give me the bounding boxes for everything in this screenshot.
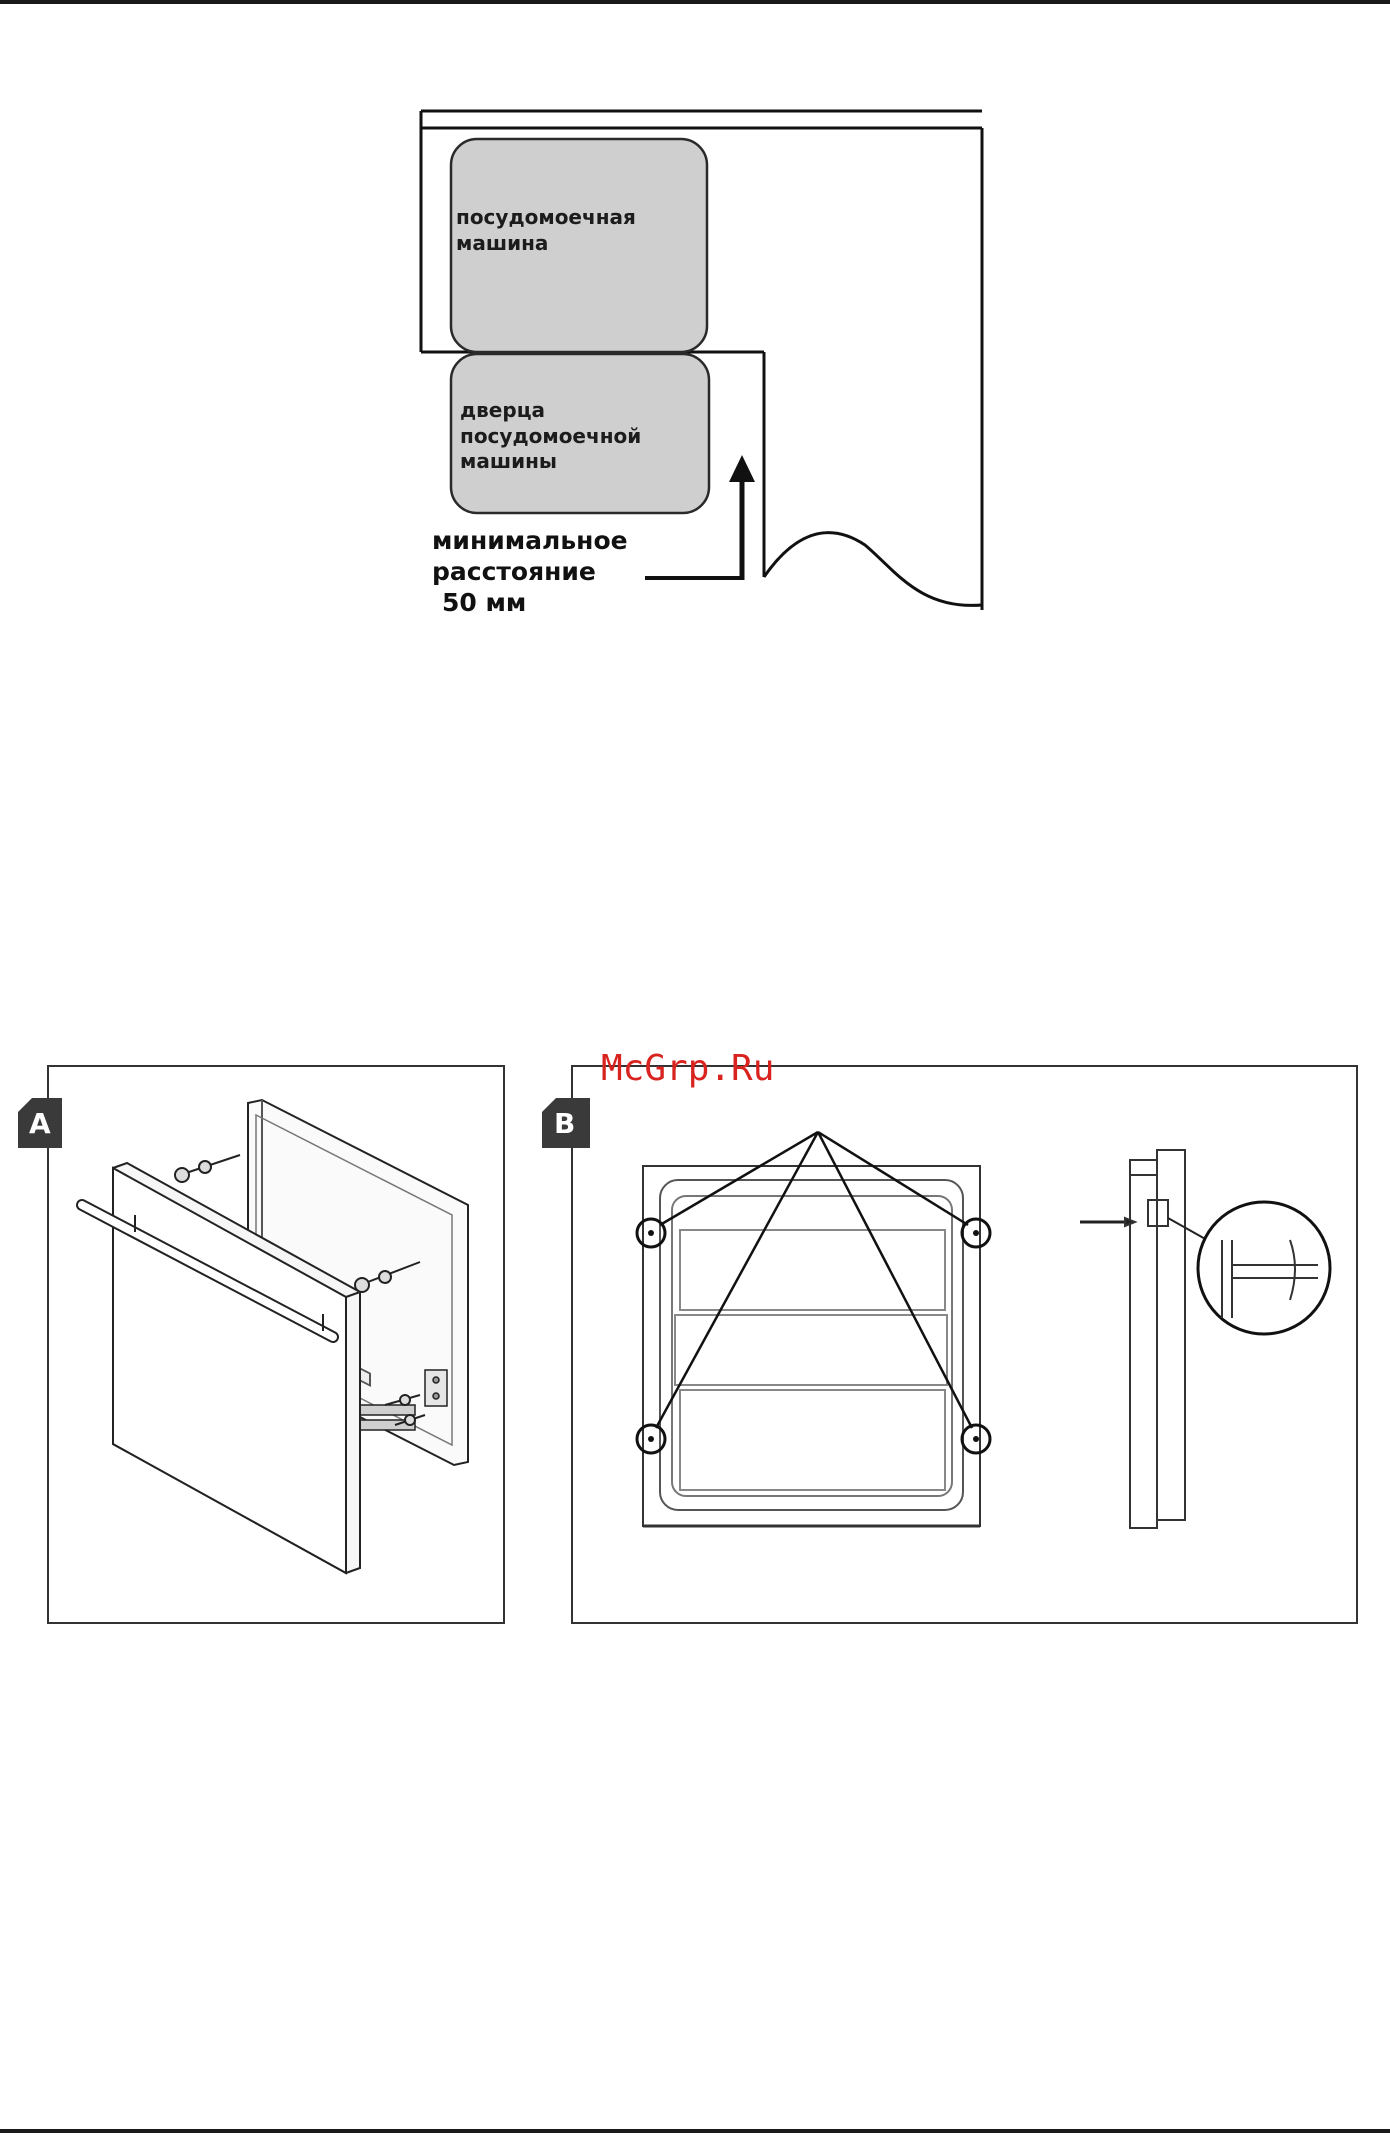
- door-label-line1: дверца: [460, 398, 545, 422]
- door-label-line2: посудомоечной: [460, 424, 641, 448]
- pointer-lines: [656, 1132, 972, 1428]
- figure-b: B: [542, 1048, 1357, 1623]
- distance-label-line1: минимальное: [432, 526, 628, 555]
- figure-a-label: A: [29, 1107, 51, 1140]
- watermark: McGrp.Ru: [601, 1048, 774, 1089]
- distance-label-line2: расстояние: [432, 557, 596, 586]
- figure-b-label: B: [554, 1107, 575, 1140]
- machine-side-view: [1080, 1150, 1185, 1528]
- dishwasher-label-line2: машина: [456, 231, 548, 255]
- figure-a: A: [18, 1066, 504, 1623]
- detail-magnifier: [1168, 1202, 1330, 1334]
- door-label-line3: машины: [460, 449, 557, 473]
- dishwasher-label-line1: посудомоечная: [456, 205, 636, 229]
- screw-markers: [637, 1219, 990, 1453]
- figure-b-frame: [572, 1066, 1357, 1623]
- distance-label-line3: 50 мм: [442, 588, 526, 617]
